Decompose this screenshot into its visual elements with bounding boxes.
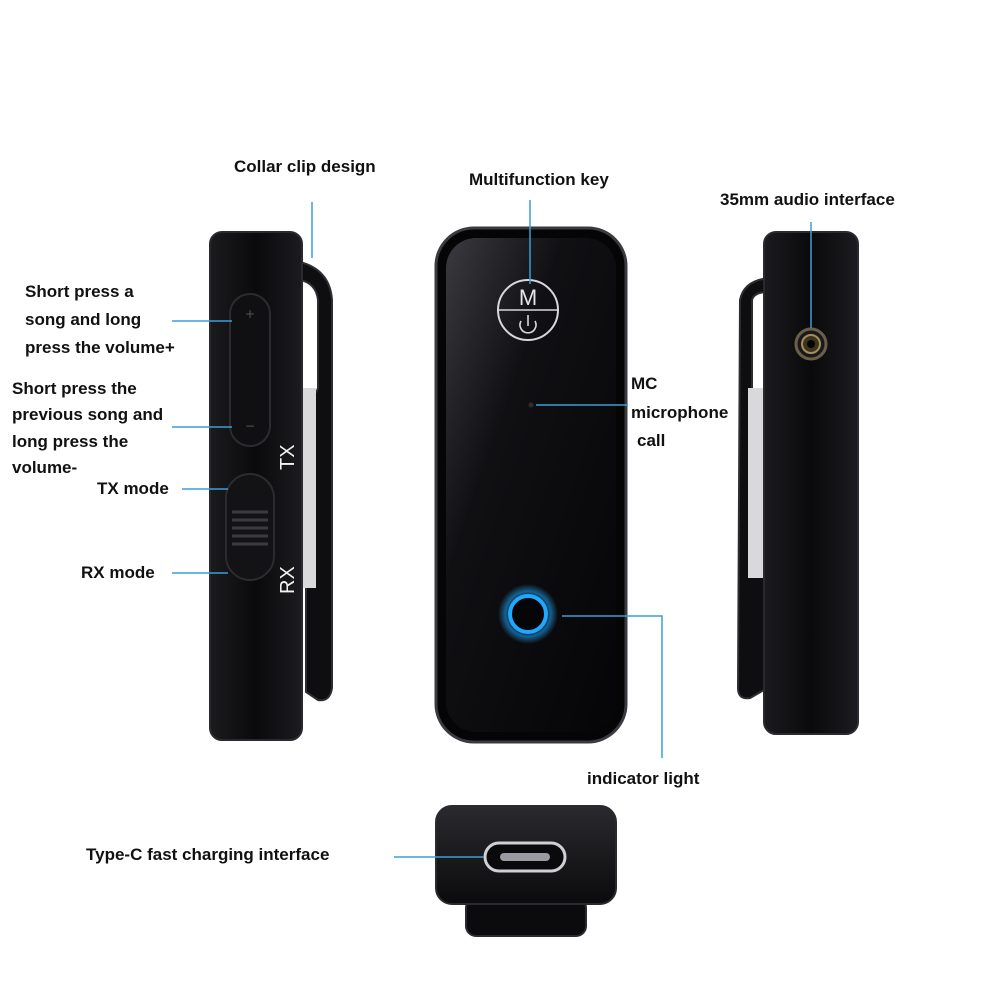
volume-rocker	[229, 293, 271, 447]
label-volume-up-line1: Short press a	[25, 282, 134, 301]
bottom-device	[435, 805, 617, 937]
label-volume-down-line2: previous song and	[12, 405, 164, 424]
label-rx-mode: RX mode	[81, 563, 155, 582]
label-volume-down-line4: volume-	[12, 458, 78, 477]
leader-indicator-light	[562, 615, 663, 758]
microphone-hole	[528, 402, 534, 408]
indicator-light-ring	[508, 594, 548, 634]
label-volume-down-line3: long press the	[12, 432, 129, 451]
right-side-device	[736, 231, 859, 735]
left-side-device: + − TX RX	[209, 231, 333, 741]
label-indicator-light: indicator light	[587, 769, 700, 788]
label-tx-mode: TX mode	[97, 479, 169, 498]
label-microphone-line2: microphone	[631, 403, 729, 422]
volume-plus-mark: +	[245, 307, 255, 321]
label-type-c: Type-C fast charging interface	[86, 845, 330, 864]
label-collar-clip: Collar clip design	[234, 157, 376, 176]
label-microphone-line3: call	[637, 431, 666, 450]
rx-marking: RX	[277, 566, 299, 594]
label-volume-up-line3: press the volume+	[25, 338, 175, 357]
front-device: M	[434, 226, 628, 744]
slider-grip	[232, 510, 268, 546]
label-multifunction-key: Multifunction key	[469, 170, 609, 189]
key-letter: M	[519, 285, 537, 310]
audio-jack	[794, 327, 828, 361]
label-audio-interface: 35mm audio interface	[720, 190, 895, 209]
volume-minus-mark: −	[245, 419, 255, 433]
power-icon	[519, 315, 537, 334]
label-volume-down-line1: Short press the	[12, 379, 137, 398]
tx-marking: TX	[277, 444, 299, 470]
label-volume-up-line2: song and long	[25, 310, 142, 329]
label-microphone-line1: MC	[631, 374, 658, 393]
